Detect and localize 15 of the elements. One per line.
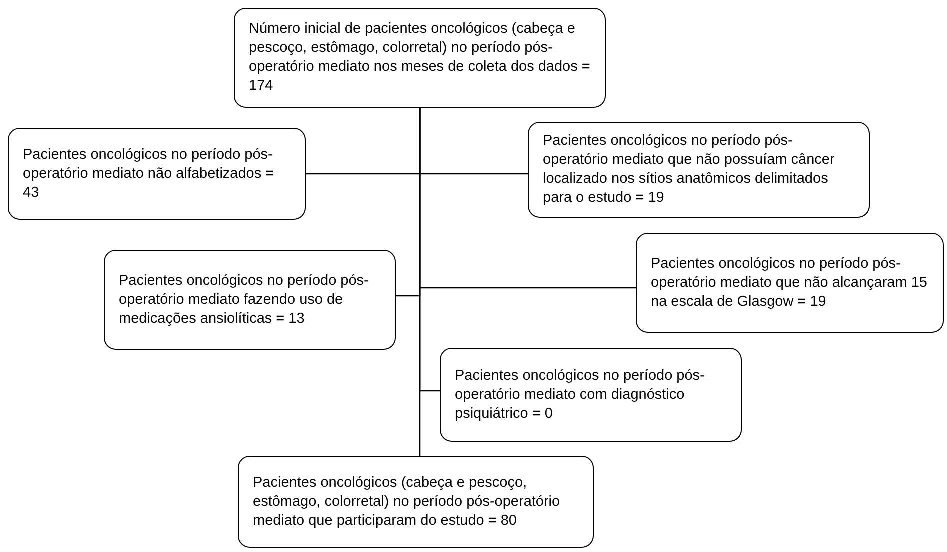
process-box (238, 456, 594, 548)
box-text: Pacientes oncológicos no período pós-operatório mediato que não possuíam câncer localizado nos sítios anatômicos delimitados para o estudo = 19 (543, 132, 836, 208)
connector-line (419, 108, 421, 456)
process-box (234, 8, 606, 108)
box-text: Pacientes oncológicos no período pós-operatório mediato com diagnóstico psiquiátrico = 0 (455, 366, 706, 424)
process-box (636, 233, 944, 333)
process-box (440, 348, 742, 442)
process-box (528, 122, 870, 218)
box-text: Pacientes oncológicos no período pós-operatório mediato que não alcançaram 15 na escala de Glasgow = 19 (651, 254, 928, 312)
box-text: Pacientes oncológicos no período pós-operatório mediato não alfabetizados = 43 (23, 146, 276, 202)
box-text: Pacientes oncológicos no período pós-operatório mediato fazendo uso de medicações ansiolíticas = 13 (119, 272, 370, 328)
box-text: Número inicial de pacientes oncológicos (cabeça e pescoço, estômago, colorretal) no período pós-operatório mediato nos meses de coleta dos dados = 174 (249, 20, 591, 96)
process-box (104, 250, 396, 350)
process-box (8, 128, 306, 220)
box-text: Pacientes oncológicos (cabeça e pescoço, estômago, colorretal) no período pós-operatório mediato que participaram do estudo = 80 (253, 474, 562, 530)
